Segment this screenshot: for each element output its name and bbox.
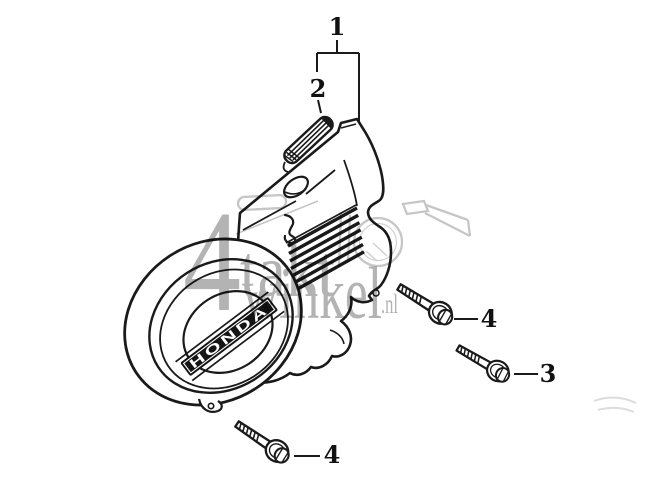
leader-2	[317, 99, 322, 114]
rubber-strip-part-2	[283, 115, 334, 165]
callout-2: 2	[310, 74, 327, 103]
cover-bottom-tab	[197, 398, 223, 413]
handlebar-grip	[236, 193, 288, 212]
fork-lines	[337, 211, 352, 268]
watermark-text: 4 takt winkel .nl	[183, 182, 398, 342]
faint-sketch-fragment	[593, 396, 637, 413]
brake-lever	[401, 199, 430, 216]
watermark-nl: .nl	[381, 289, 398, 319]
callout-1: 1	[329, 12, 346, 41]
watermark-big-4: 4	[183, 182, 241, 342]
strip-seat-line	[282, 161, 289, 173]
watermark-takt: takt	[240, 231, 335, 313]
watermark-winkel: winkel	[242, 253, 382, 335]
edge-boss	[283, 175, 309, 199]
headlight-circle	[352, 216, 404, 268]
callout-3: 3	[540, 359, 557, 388]
callout-4-bottom: 4	[324, 440, 341, 469]
moped-silhouette-watermark	[235, 193, 637, 413]
cable-line	[235, 200, 319, 235]
screw-hole	[207, 402, 215, 410]
callout-4-right: 4	[481, 304, 498, 333]
callout-lines	[294, 40, 538, 457]
clip-detail	[283, 213, 297, 245]
